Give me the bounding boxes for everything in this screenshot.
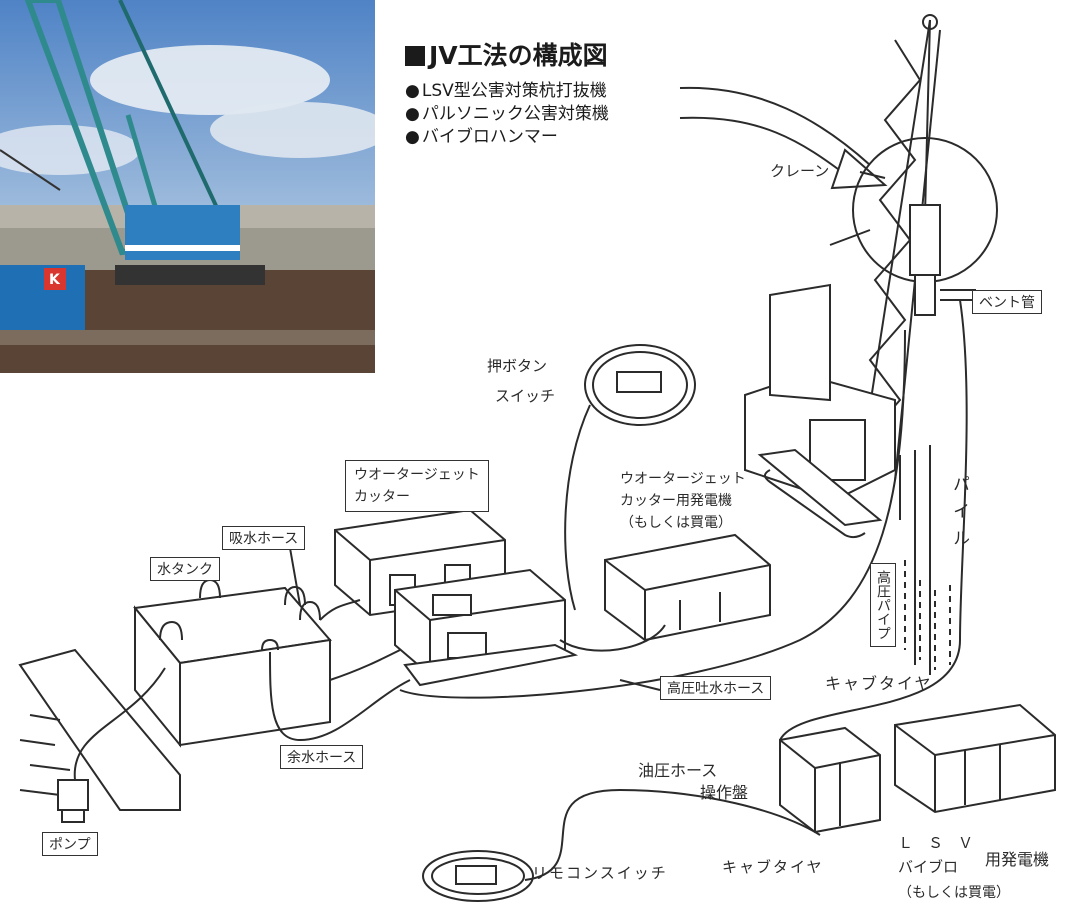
arrow-head-icon: [830, 148, 888, 190]
crane-icon: [744, 14, 998, 539]
cabtire-cable: [779, 299, 968, 741]
label-pump: ポンプ: [42, 832, 98, 856]
photo-cloud: [210, 102, 375, 158]
label-surplus-hose: 余水ホース: [280, 745, 364, 769]
label-crane: クレーン: [770, 162, 830, 180]
machine-list-item: LSV型公害対策杭打抜機: [405, 80, 609, 103]
machine-list: LSV型公害対策杭打抜機 パルソニック公害対策機 バイブロハンマー: [405, 80, 609, 149]
suction-hose: [319, 599, 361, 621]
pointer-arrow: [679, 116, 851, 179]
power-unit-icon: [394, 568, 579, 687]
label-vent-pipe: ベント管: [972, 290, 1042, 314]
title-square-icon: [405, 46, 425, 66]
push-button-switch-icon: [564, 344, 696, 611]
label-hp-discharge-hose: 高圧吐水ホース: [660, 676, 772, 700]
lsv-generator-icon: [894, 703, 1056, 814]
photo-machine-track: [115, 265, 265, 285]
supply-hose: [329, 649, 401, 681]
label-pile: パイル: [949, 475, 969, 556]
label-lsv-vibro: Ｌ Ｓ Ｖ バイブロ: [898, 834, 974, 876]
leader-line: [859, 171, 886, 179]
photo-machine-stripe: [125, 245, 240, 251]
pile-icon: [899, 445, 951, 675]
wj-power-cable: [559, 624, 666, 652]
pointer-arrow: [679, 86, 871, 166]
label-remote-switch: リモコンスイッチ: [532, 864, 668, 882]
machine-list-item: パルソニック公害対策機: [405, 103, 609, 126]
label-water-jet-cutter: ウオータージェット カッター: [345, 460, 489, 512]
photo-generator: [0, 265, 85, 330]
surplus-hose: [269, 651, 411, 742]
label-cabtire-2: キャブタイヤ: [722, 858, 824, 876]
water-tank-icon: [133, 578, 332, 748]
pump-icon: [57, 667, 166, 823]
vent-pipe-line: [940, 289, 976, 300]
leader-line: [619, 679, 661, 691]
label-high-pressure-pipe: 高圧パイプ: [870, 563, 896, 647]
leader-line: [289, 547, 301, 606]
label-push-button: 押ボタン スイッチ: [487, 357, 556, 405]
label-cabtire-1: キャブタイヤ: [825, 674, 933, 693]
wj-generator-icon: [604, 533, 771, 642]
diagram-title: JV工法の構成図: [405, 36, 608, 72]
label-water-tank: 水タンク: [150, 557, 220, 581]
photo-crane-boom: [118, 0, 234, 241]
label-hydraulic-hose: 油圧ホース 操作盤: [638, 761, 749, 802]
label-generator: 用発電機: [985, 850, 1050, 869]
hp-discharge-hose: [399, 329, 906, 699]
control-panel-icon: [779, 726, 881, 834]
photo-steel-plate: [0, 330, 375, 345]
svg-text:K: K: [49, 272, 61, 288]
photo-generator-logo: [44, 268, 66, 290]
label-wj-generator: ウオータージェット カッター用発電機 （もしくは買電）: [620, 471, 746, 531]
site-photo: K: [0, 0, 375, 373]
label-buy-power: （もしくは買電）: [898, 885, 1010, 901]
machine-list-item: バイブロハンマー: [405, 126, 609, 149]
remote-switch-icon: [422, 788, 821, 902]
label-suction-hose: 吸水ホース: [222, 526, 306, 550]
